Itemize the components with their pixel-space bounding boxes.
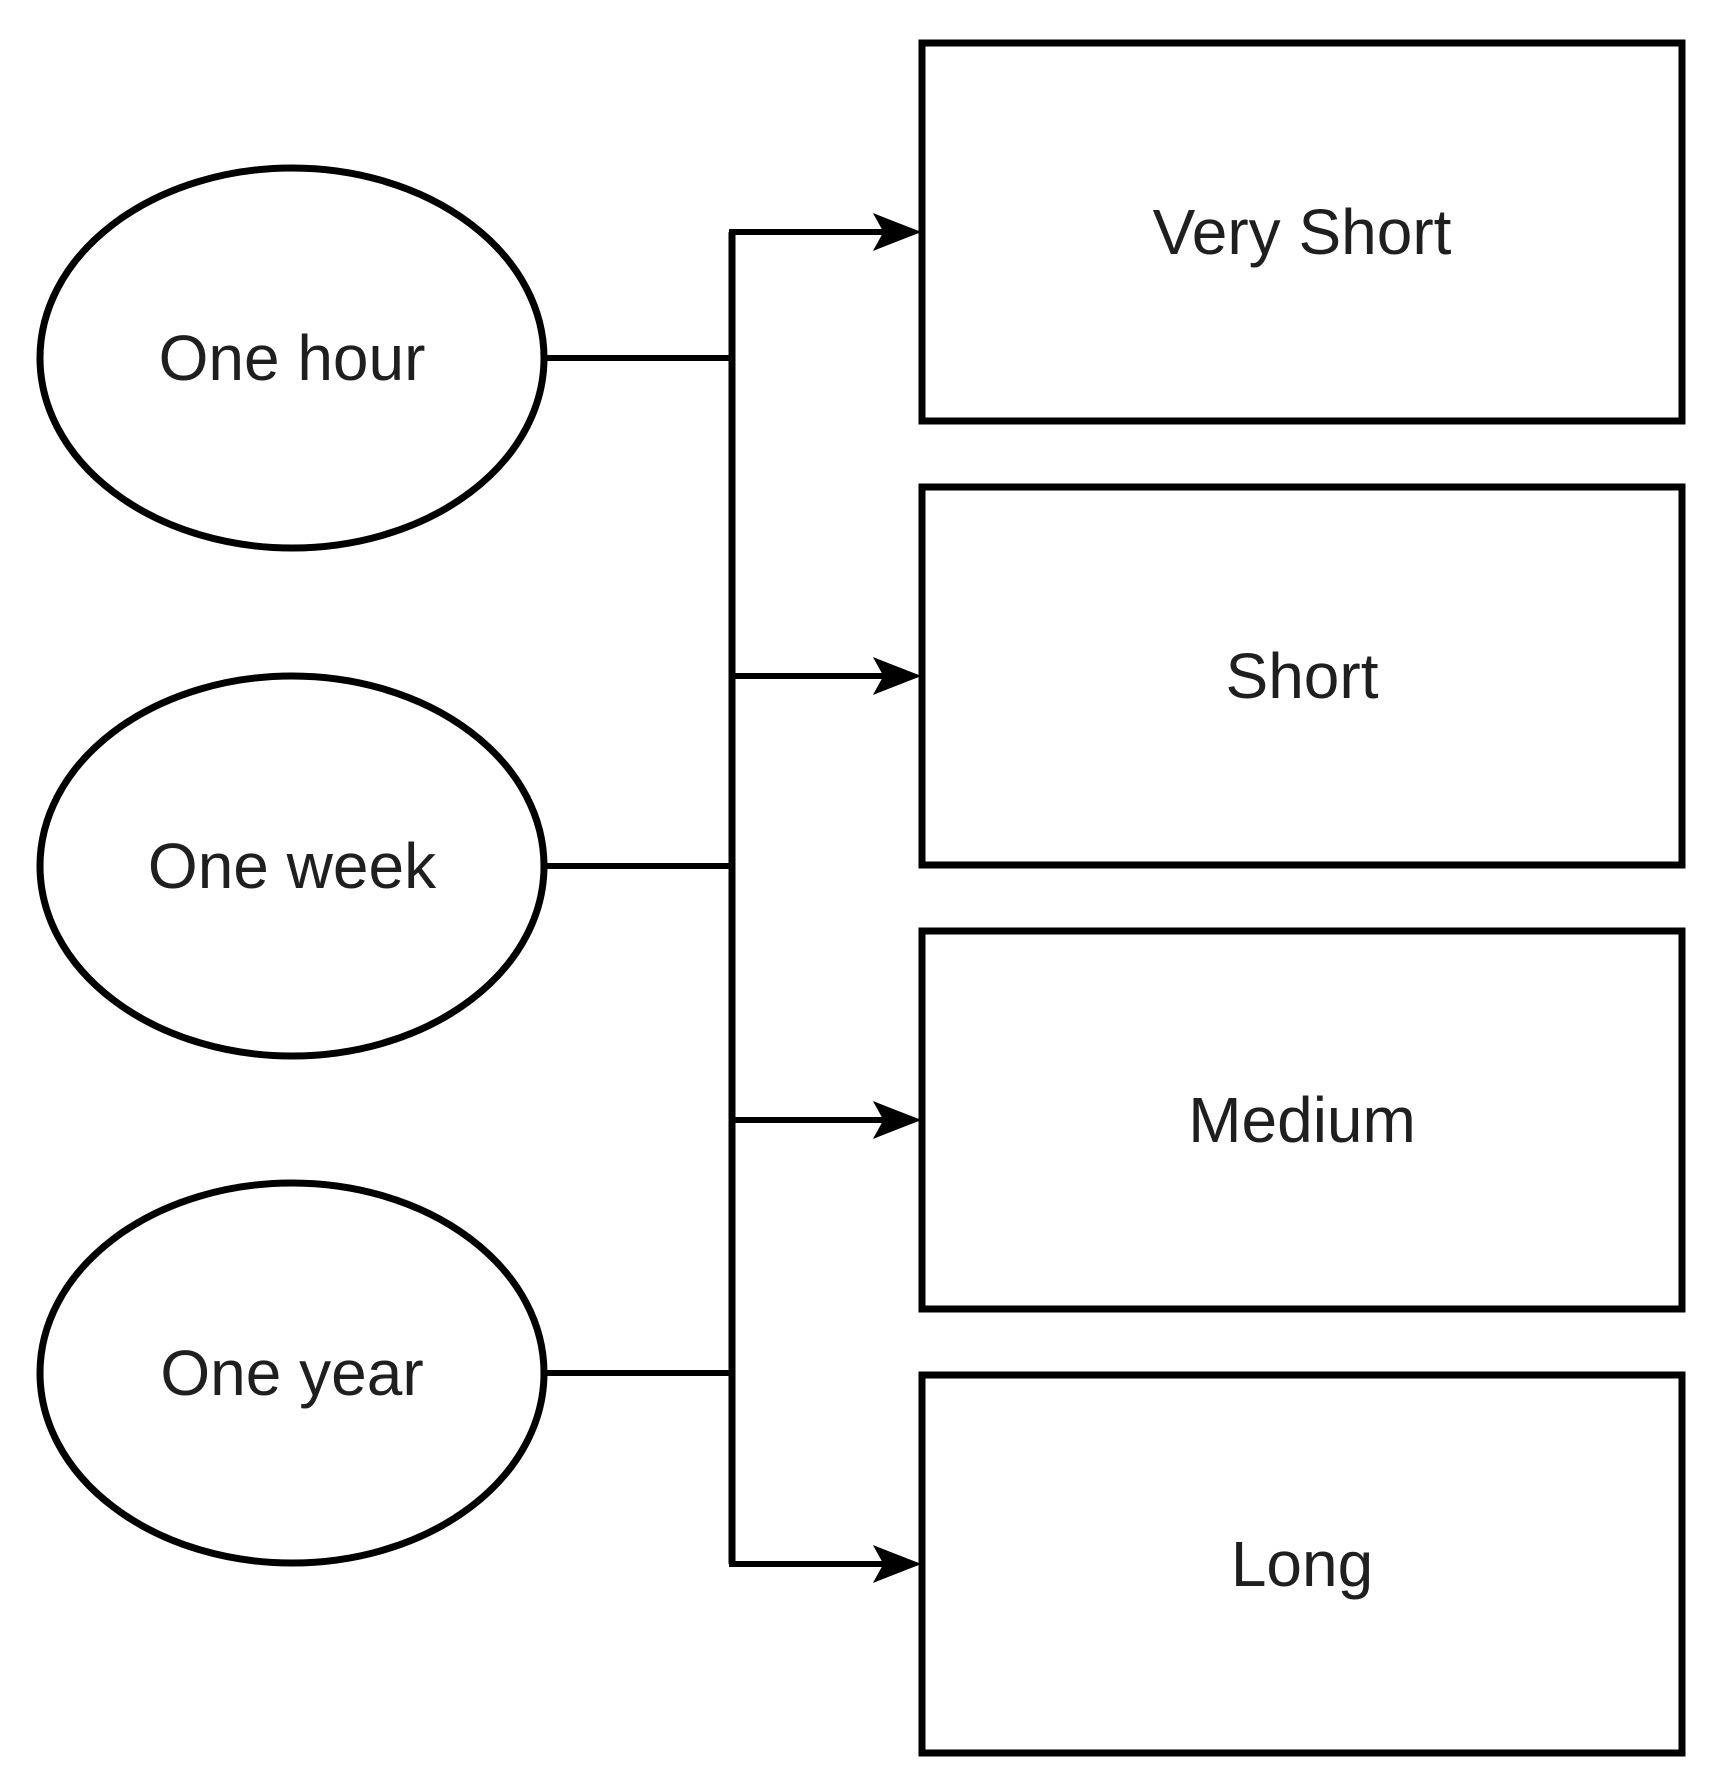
box-short-label: Short <box>1226 640 1379 712</box>
arrowhead-long-icon <box>872 1545 922 1583</box>
arrowhead-short-icon <box>872 657 922 695</box>
box-very-short <box>918 39 1686 425</box>
ellipse-one-year <box>36 1179 548 1567</box>
ellipse-one-hour <box>36 164 548 552</box>
ellipse-one-week <box>36 672 548 1060</box>
node-short: Short <box>918 483 1686 869</box>
node-very-short: Very Short <box>918 39 1686 425</box>
node-one-year: One year <box>36 1179 548 1567</box>
node-one-week: One week <box>36 672 548 1060</box>
node-long: Long <box>918 1371 1686 1757</box>
box-medium <box>918 927 1686 1313</box>
box-long-label: Long <box>1231 1528 1373 1600</box>
arrowhead-medium-icon <box>872 1101 922 1139</box>
box-short <box>918 483 1686 869</box>
box-medium-label: Medium <box>1188 1084 1416 1156</box>
box-long <box>918 1371 1686 1757</box>
ellipse-one-week-label: One week <box>148 830 437 902</box>
ellipse-one-year-label: One year <box>160 1337 423 1409</box>
ellipse-one-hour-label: One hour <box>159 322 426 394</box>
box-very-short-label: Very Short <box>1153 196 1452 268</box>
node-medium: Medium <box>918 927 1686 1313</box>
arrowhead-very-short-icon <box>872 213 922 251</box>
node-one-hour: One hour <box>36 164 548 552</box>
